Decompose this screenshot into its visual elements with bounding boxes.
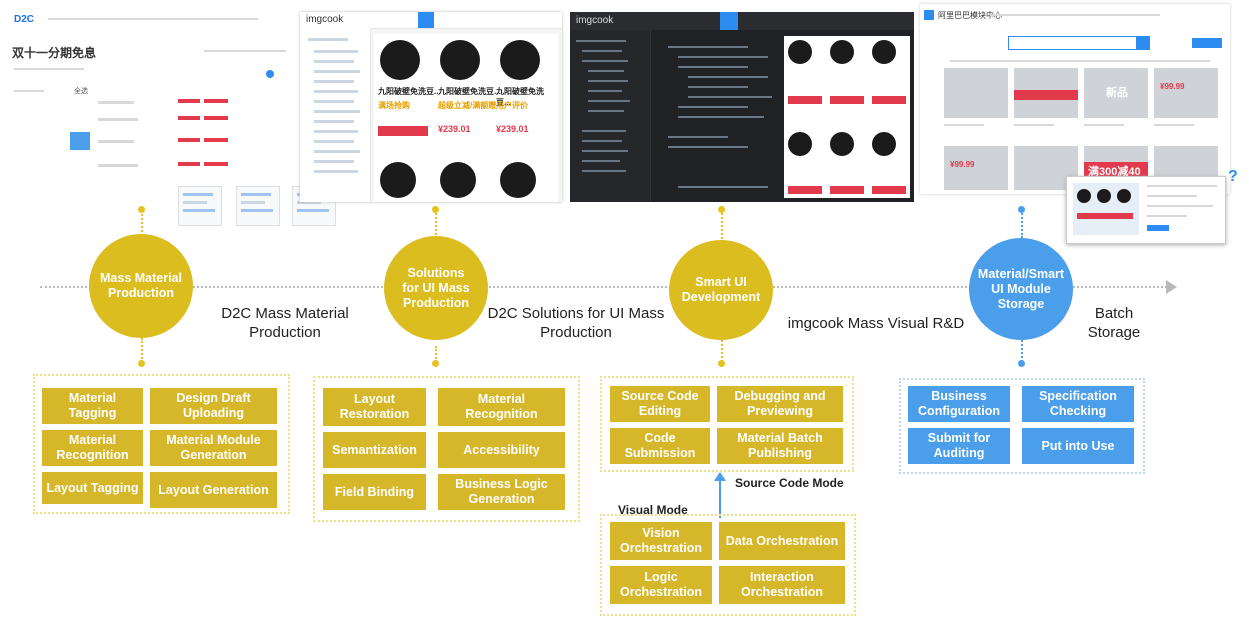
card-title-2: 九阳破壁免洗豆...: [438, 87, 501, 96]
timeline-axis: [40, 286, 1175, 288]
box-field-binding: Field Binding: [323, 474, 426, 510]
box-vision-orchestration: Vision Orchestration: [610, 522, 712, 560]
box-design-draft-uploading: Design Draft Uploading: [150, 388, 277, 424]
thumbnail-1: [178, 186, 222, 226]
card-tag-3: 用户评价: [496, 101, 528, 110]
timeline-arrowhead: [1166, 280, 1177, 294]
box-interaction-orchestration: Interaction Orchestration: [719, 566, 845, 604]
stage-circle-mass-material: Mass Material Production: [89, 234, 193, 338]
thumbnail-2: [236, 186, 280, 226]
panel-mass-material: [33, 374, 290, 514]
stage-circle-storage: Material/Smart UI Module Storage: [969, 238, 1073, 340]
module-label-new: 新品: [1106, 87, 1128, 99]
panel-ui-solutions: [313, 376, 580, 522]
screenshot-module-center: 阿里巴巴模块中心 新品 ¥99.99 ¥99.99 满300减40: [920, 4, 1230, 194]
box-material-batch-publishing: Material Batch Publishing: [717, 428, 843, 464]
card-price-3: ¥239.01: [496, 124, 529, 134]
d2c-logo: D2C: [14, 14, 35, 25]
arrow-up-icon: [714, 472, 726, 481]
box-put-into-use: Put into Use: [1022, 428, 1134, 464]
d2c-page-title: 双十一分期免息: [12, 46, 97, 60]
box-business-logic-generation: Business Logic Generation: [438, 474, 565, 510]
source-code-mode-label: Source Code Mode: [735, 476, 844, 490]
module-label-price-2: ¥99.99: [950, 160, 975, 169]
module-center-title: 阿里巴巴模块中心: [938, 11, 1002, 20]
module-label-price-1: ¥99.99: [1160, 82, 1185, 91]
d2c-list-header: 全选: [74, 88, 88, 95]
box-code-submission: Code Submission: [610, 428, 710, 464]
module-label-discount: 满300减40: [1088, 166, 1141, 178]
phase-label-1: D2C Mass Material Production: [221, 305, 349, 341]
stage-circle-smart-ui: Smart UI Development: [669, 240, 773, 340]
stage-circle-ui-solutions: Solutions for UI Mass Production: [384, 236, 488, 340]
box-accessibility: Accessibility: [438, 432, 565, 468]
imgcook-logo-dark: imgcook: [570, 12, 914, 30]
card-price-2: ¥239.01: [438, 124, 471, 134]
card-title-1: 九阳破壁免洗豆...: [378, 87, 441, 96]
module-popup: [1066, 176, 1226, 244]
box-data-orchestration: Data Orchestration: [719, 522, 845, 560]
box-specification-checking: Specification Checking: [1022, 386, 1134, 422]
box-debugging-previewing: Debugging and Previewing: [717, 386, 843, 422]
card-tag-2: 超级立减/满额赠: [438, 101, 497, 110]
box-logic-orchestration: Logic Orchestration: [610, 566, 712, 604]
box-layout-restoration: Layout Restoration: [323, 388, 426, 426]
box-material-recognition: Material Recognition: [42, 430, 143, 466]
panel-storage: [899, 378, 1145, 474]
help-icon[interactable]: ?: [1228, 168, 1238, 185]
phase-label-4: Batch Storage: [1087, 305, 1141, 341]
box-semantization: Semantization: [323, 432, 426, 468]
screenshot-imgcook-editor: imgcook 九阳破壁免洗豆... 九阳破壁免洗豆... 九阳破壁免洗豆...…: [300, 12, 562, 202]
screenshot-d2c: D2C 双十一分期免息 全选: [8, 6, 290, 182]
phase-label-2: D2C Solutions for UI Mass Production: [487, 305, 665, 341]
card-tag-1: 满场抢购: [378, 101, 410, 110]
screenshot-imgcook-code: imgcook: [570, 12, 914, 202]
panel-smart-ui: [600, 376, 854, 472]
box-material-module-generation: Material Module Generation: [150, 430, 277, 466]
box-submit-for-auditing: Submit for Auditing: [908, 428, 1010, 464]
box-material-tagging: Material Tagging: [42, 388, 143, 424]
panel-visual-mode: [600, 514, 856, 616]
box-material-recognition-2: Material Recognition: [438, 388, 565, 426]
box-source-code-editing: Source Code Editing: [610, 386, 710, 422]
phase-label-3: imgcook Mass Visual R&D: [787, 315, 965, 332]
box-layout-generation: Layout Generation: [150, 472, 277, 508]
visual-mode-label: Visual Mode: [618, 503, 688, 517]
box-business-configuration: Business Configuration: [908, 386, 1010, 422]
card-title-3: 九阳破壁免洗豆...: [496, 87, 544, 107]
box-layout-tagging: Layout Tagging: [42, 472, 143, 504]
